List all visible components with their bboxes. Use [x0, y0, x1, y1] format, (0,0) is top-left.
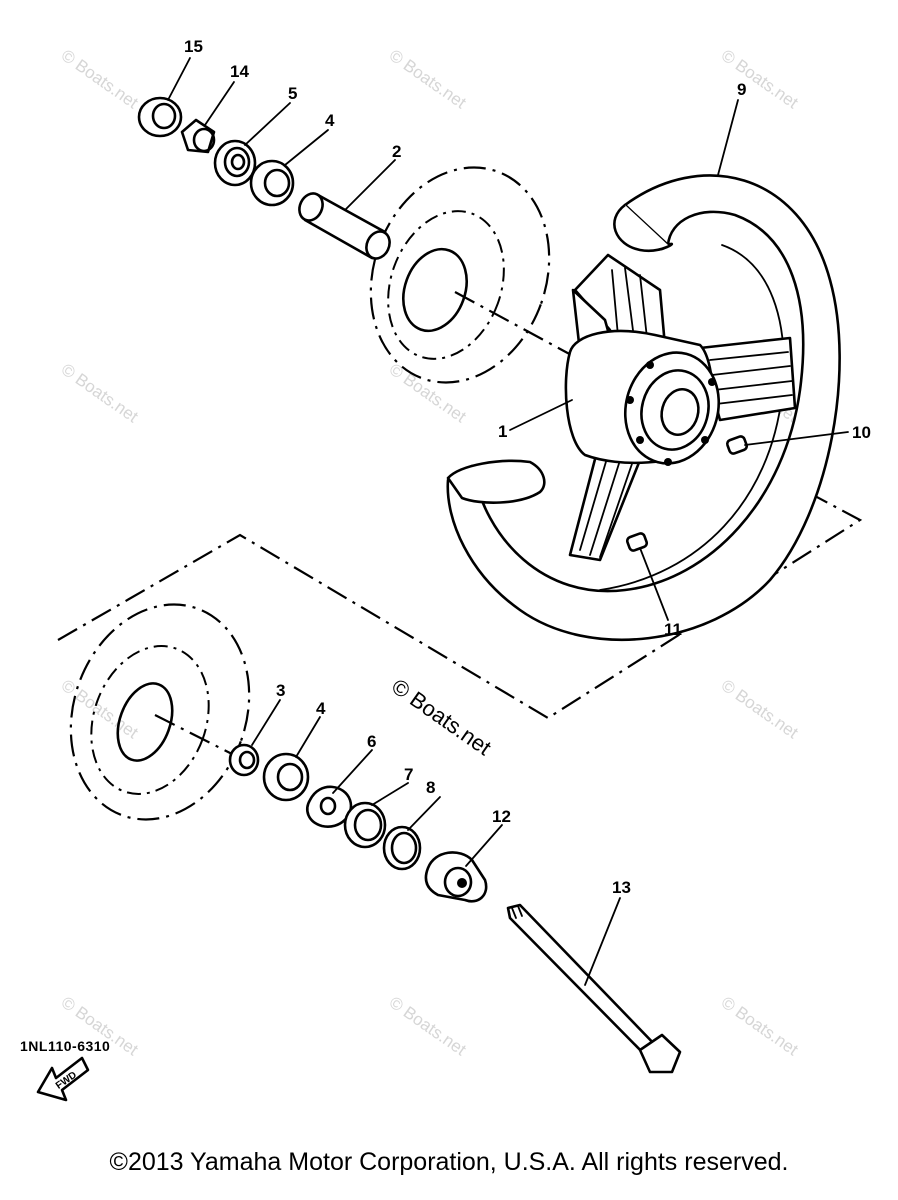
part-5-bearing [213, 139, 257, 187]
callout-12: 12 [492, 807, 511, 826]
lower-brake-disc [69, 603, 251, 821]
callout-1: 1 [498, 422, 507, 441]
watermark: © Boats.net [386, 46, 470, 113]
copyright: ©2013 Yamaha Motor Corporation, U.S.A. A… [109, 1148, 789, 1176]
callout-4-upper: 4 [325, 111, 335, 130]
forward-arrow-icon: FWD [36, 1056, 90, 1102]
reference-lines [57, 291, 863, 758]
watermark: © Boats.net [386, 993, 470, 1060]
part-7-oil-seal [343, 801, 387, 849]
part-15-oil-seal [137, 96, 183, 138]
upper-brake-disc [369, 166, 551, 384]
watermark: © Boats.net [58, 46, 142, 113]
watermark-center: © Boats.net [387, 674, 496, 761]
part-8-circlip [382, 825, 422, 871]
callout-11: 11 [664, 620, 682, 639]
callout-6: 6 [367, 732, 376, 751]
part-12-meter-clutch [424, 851, 488, 903]
callout-10: 10 [852, 423, 871, 442]
part-13-axle [506, 903, 682, 1074]
callout-2: 2 [392, 142, 401, 161]
callout-5: 5 [288, 84, 297, 103]
part-code: 1NL110-6310 [20, 1038, 111, 1054]
part-4-bearing-upper [249, 159, 295, 207]
callout-8: 8 [426, 778, 435, 797]
callout-7: 7 [404, 765, 413, 784]
part-3-collar [228, 743, 260, 777]
watermark: © Boats.net [718, 46, 802, 113]
watermark: © Boats.net [718, 993, 802, 1060]
callout-3: 3 [276, 681, 285, 700]
callout-9: 9 [737, 80, 746, 99]
part-4-bearing-lower [262, 752, 310, 802]
watermark: © Boats.net [58, 676, 142, 743]
callout-14: 14 [230, 62, 249, 81]
callout-labels: 15 14 5 4 2 9 1 10 11 3 4 6 7 8 12 13 [184, 37, 871, 897]
watermark: © Boats.net [386, 360, 470, 427]
wheel-assembly [446, 174, 841, 642]
callout-15: 15 [184, 37, 203, 56]
callout-4-lower: 4 [316, 699, 326, 718]
watermark: © Boats.net [58, 360, 142, 427]
leader-lines [167, 57, 849, 986]
callout-13: 13 [612, 878, 631, 897]
part-2-spacer [298, 192, 391, 260]
watermark: © Boats.net [718, 676, 802, 743]
part-14-collar [180, 118, 216, 154]
